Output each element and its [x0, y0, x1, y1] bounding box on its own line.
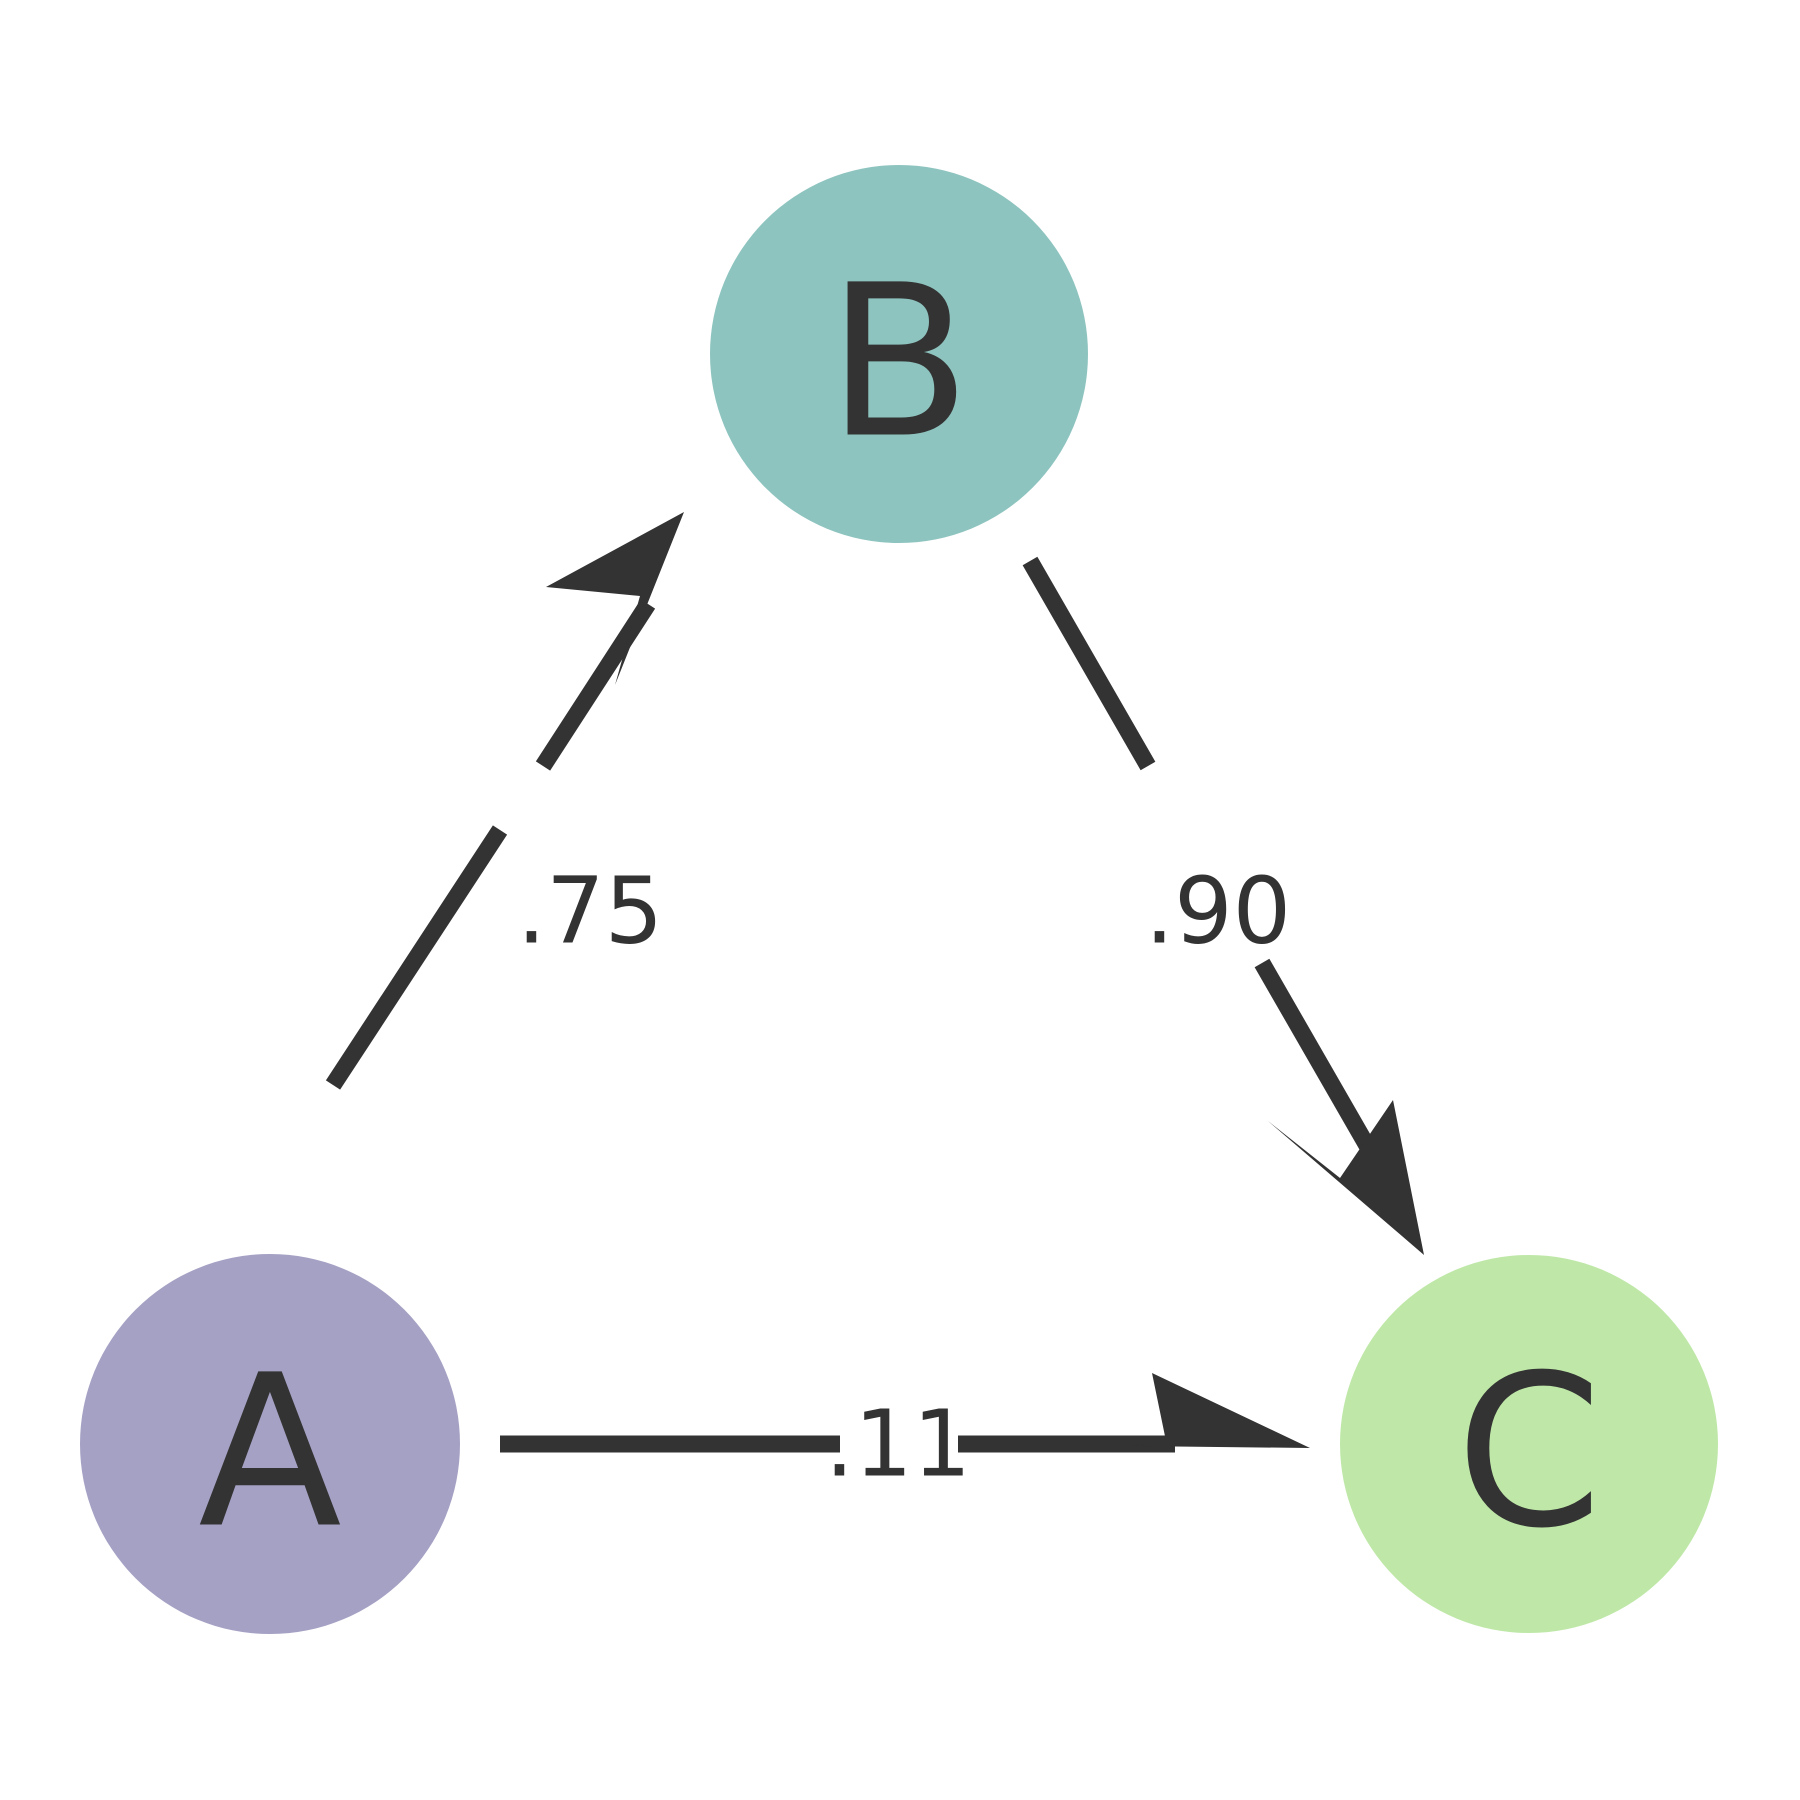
edge-a-to-c-arrowhead [1130, 1373, 1310, 1448]
node-a-label: A [198, 1330, 342, 1575]
node-a-circle [80, 1254, 460, 1634]
node-c[interactable]: C [1340, 1255, 1718, 1633]
edge-a-to-c[interactable]: .11 [500, 1373, 1310, 1498]
edge-b-to-c[interactable]: .90 [1022, 556, 1424, 1255]
edge-a-to-b-weight-label: .75 [517, 858, 663, 965]
node-c-label: C [1456, 1330, 1603, 1575]
node-b-label: B [827, 240, 971, 485]
node-a[interactable]: A [80, 1254, 460, 1634]
node-b-circle [710, 165, 1088, 543]
edge-b-to-c-arrowhead [1268, 1100, 1424, 1255]
edge-b-to-c-shaft-upper [1022, 556, 1156, 771]
edge-b-to-c-shaft-lower [1254, 958, 1385, 1168]
edge-a-to-c-weight-label: .11 [825, 1391, 971, 1498]
edge-a-to-b-arrowhead [546, 512, 684, 685]
edge-b-to-c-weight-label: .90 [1145, 858, 1291, 965]
edge-a-to-b-shaft-lower [325, 825, 508, 1090]
edge-a-to-b[interactable]: .75 [325, 512, 684, 1090]
node-b[interactable]: B [710, 165, 1088, 543]
node-c-circle [1340, 1255, 1718, 1633]
